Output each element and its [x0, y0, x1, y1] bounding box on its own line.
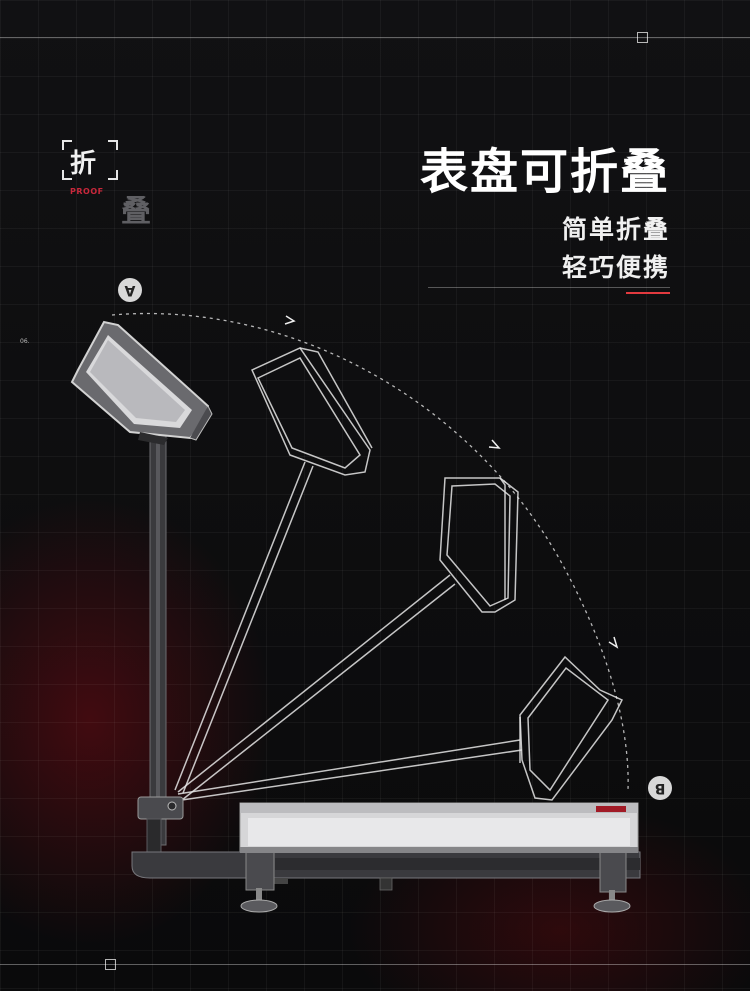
weighing-platform — [239, 802, 639, 853]
badge-bracket-frame — [62, 140, 118, 180]
divider-line — [428, 287, 670, 288]
ghost-display-1 — [174, 347, 373, 794]
subtitle-line-1: 简单折叠 — [561, 215, 670, 244]
arrow-icon — [608, 636, 619, 649]
ghost-display-2 — [177, 477, 519, 801]
position-a-label: A — [118, 278, 142, 302]
arrow-icon — [284, 315, 296, 325]
leveling-foot — [593, 890, 631, 913]
display-head — [70, 320, 213, 445]
arrow-icon — [488, 439, 501, 449]
ghost-display-3 — [177, 655, 624, 801]
position-b-label: B — [648, 776, 672, 800]
pole-hinge — [137, 796, 184, 855]
corner-square-icon — [105, 959, 116, 970]
corner-square-icon — [637, 32, 648, 43]
upright-pole — [149, 429, 167, 846]
scale-base — [131, 849, 641, 893]
rotation-arc — [111, 312, 629, 791]
accent-divider — [626, 292, 670, 294]
page-title: 表盘可折叠 — [419, 144, 670, 200]
badge-main-char: 折 — [70, 149, 97, 179]
badge-secondary-char: 叠 — [121, 194, 151, 229]
bottom-frame-line — [0, 964, 750, 965]
top-frame-line — [0, 37, 750, 38]
badge-word: PROOF — [70, 187, 104, 196]
subtitle-line-2: 轻巧便携 — [561, 253, 670, 282]
side-number: 06. — [20, 338, 30, 345]
leveling-foot — [240, 888, 278, 913]
